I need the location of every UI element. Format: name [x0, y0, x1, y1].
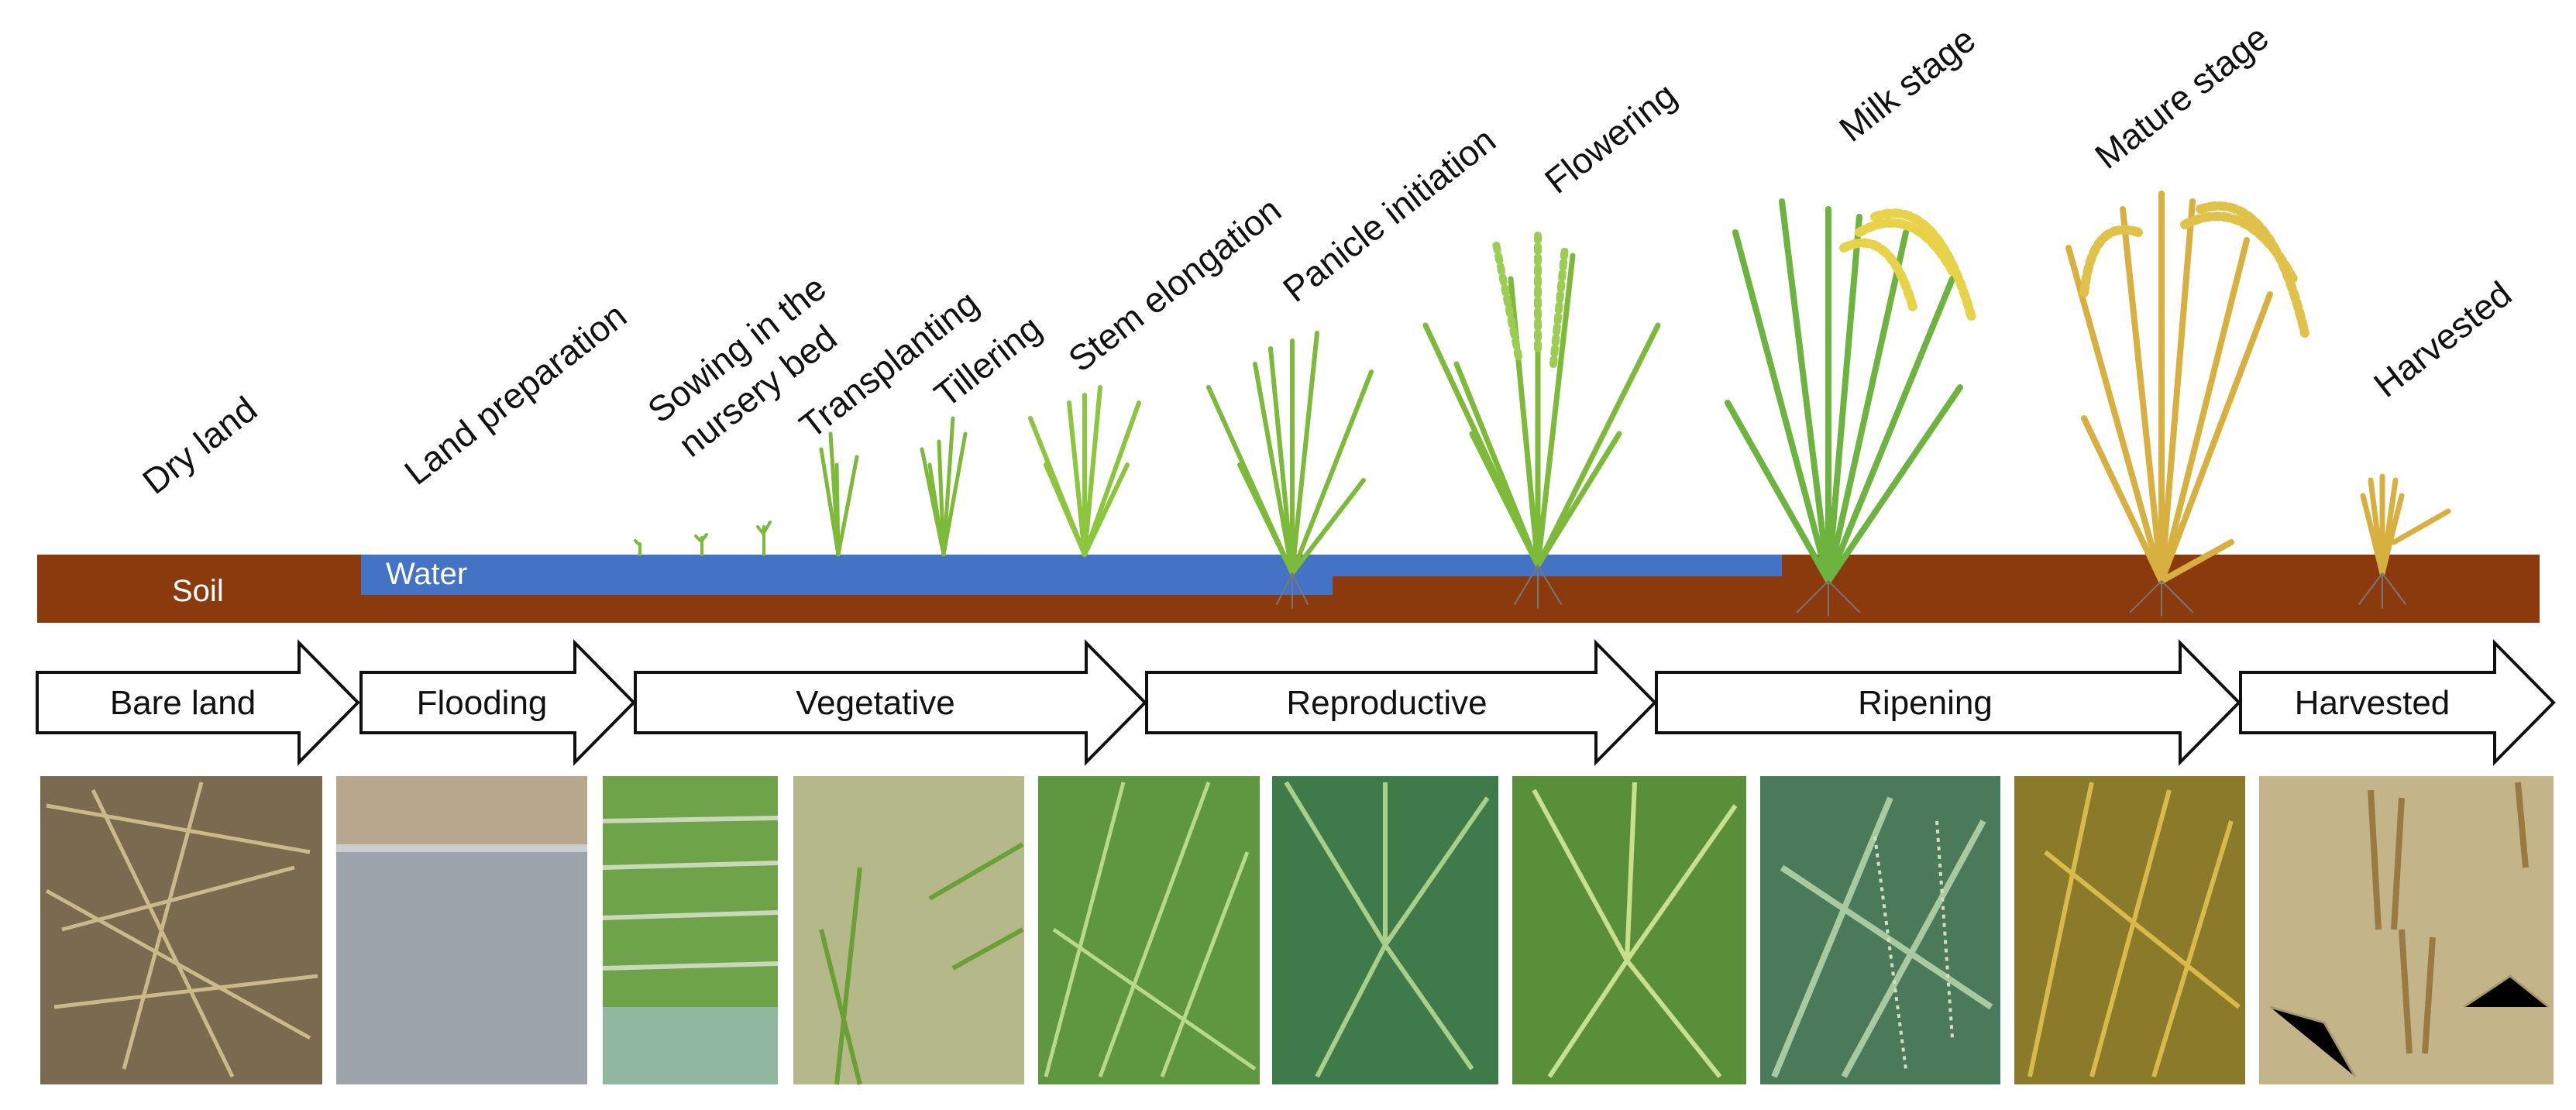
- tillering-plant-icon: [920, 416, 968, 557]
- stage-label-milk-stage: Milk stage: [1831, 19, 1983, 149]
- soil-label: Soil: [172, 574, 224, 608]
- stage-label-mature-stage: Mature stage: [2087, 17, 2276, 177]
- phase-arrow-ripening: [1655, 639, 2241, 766]
- stubble-icon: [2360, 473, 2451, 576]
- phase-arrows: [36, 639, 2556, 766]
- roots-icon: [1276, 565, 2406, 617]
- photo-nursery-bed: [602, 776, 779, 1084]
- stage-label-harvested: Harvested: [2366, 273, 2519, 405]
- photo-strip: [40, 776, 2554, 1085]
- panicle-initiation-plant-icon: [1206, 331, 1374, 576]
- photo-flooding: [336, 776, 587, 1084]
- photo-dry-land: [40, 776, 322, 1084]
- phase-label-bare-land: Bare land: [110, 684, 256, 722]
- stage-label-flowering: Flowering: [1537, 74, 1684, 201]
- photo-milk-stage: [2014, 776, 2245, 1084]
- phase-arrow-vegetative: [634, 639, 1147, 766]
- photo-stem-elongation: [1272, 776, 1498, 1084]
- phase-label-flooding: Flooding: [417, 684, 548, 722]
- photo-transplanting: [793, 776, 1024, 1085]
- seedling-icon: [634, 521, 772, 556]
- stage-label-stem-elongation: Stem elongation: [1061, 189, 1288, 380]
- plant-illustrations: [634, 191, 2451, 617]
- water-layer: [361, 555, 1782, 595]
- phase-arrow-harvested: [2239, 639, 2556, 766]
- phase-label-vegetative: Vegetative: [796, 684, 955, 722]
- water-label: Water: [386, 557, 467, 591]
- phase-labels: Bare land Flooding Vegetative Reproducti…: [110, 684, 2450, 722]
- phase-arrow-reproductive: [1145, 639, 1657, 766]
- milk-stage-plant-icon: [1725, 198, 1976, 584]
- stem-elongation-plant-icon: [1028, 385, 1141, 557]
- phase-label-ripening: Ripening: [1858, 684, 1993, 722]
- photo-harvested: [2259, 776, 2554, 1084]
- transplant-plant-icon: [819, 431, 859, 557]
- flowering-plant-icon: [1422, 229, 1661, 569]
- stage-label-panicle-initiation: Panicle initiation: [1275, 119, 1503, 310]
- phase-arrow-bare-land: [36, 639, 360, 766]
- phase-label-harvested: Harvested: [2295, 684, 2450, 722]
- phase-label-reproductive: Reproductive: [1286, 684, 1487, 722]
- photo-panicle-initiation: [1512, 776, 1746, 1084]
- stage-label-land-preparation: Land preparation: [397, 295, 634, 493]
- photo-flowering: [1760, 776, 2000, 1084]
- phase-arrow-flooding: [359, 639, 636, 766]
- photo-tillering: [1038, 776, 1260, 1084]
- mature-stage-plant-icon: [2065, 191, 2309, 584]
- stage-label-dry-land: Dry land: [135, 388, 264, 501]
